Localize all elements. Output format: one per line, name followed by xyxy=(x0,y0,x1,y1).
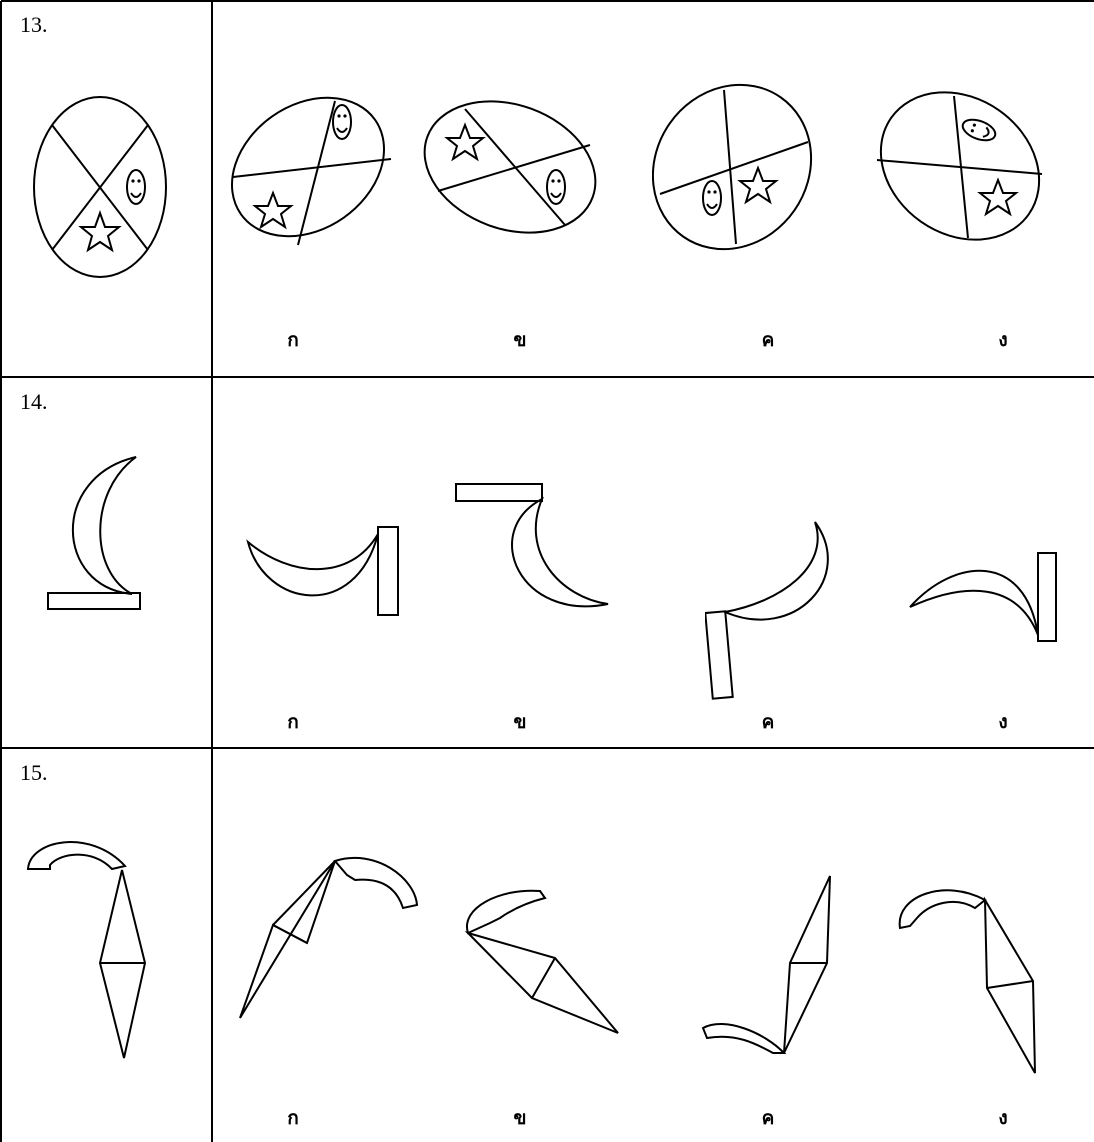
option-label-a: ก xyxy=(287,325,299,355)
option-figure-d xyxy=(905,547,1065,647)
option-label-c: ค xyxy=(762,707,775,737)
option-label-a: ก xyxy=(287,1103,299,1133)
reference-figure-hook xyxy=(20,828,160,1068)
smiley-icon xyxy=(703,181,721,215)
option-figure-c xyxy=(705,517,835,707)
star-icon xyxy=(740,168,776,202)
option-label-a: ก xyxy=(287,707,299,737)
reference-figure-crescent xyxy=(40,452,150,617)
star-icon xyxy=(447,125,483,159)
option-figure-a xyxy=(235,853,420,1023)
smiley-icon xyxy=(547,170,565,204)
question-number: 14. xyxy=(20,389,48,415)
star-icon xyxy=(980,180,1016,214)
star-icon xyxy=(81,213,119,250)
option-figure-c xyxy=(695,868,840,1058)
option-label-d: ง xyxy=(998,1103,1007,1133)
option-figure-c xyxy=(652,82,817,252)
option-figure-b xyxy=(450,482,620,622)
smiley-icon xyxy=(333,105,351,139)
option-label-d: ง xyxy=(998,707,1007,737)
star-icon xyxy=(255,193,291,227)
option-label-d: ง xyxy=(998,325,1007,355)
question-number: 13. xyxy=(20,12,48,38)
option-label-b: ข xyxy=(514,707,527,737)
option-label-c: ค xyxy=(762,1103,775,1133)
option-figure-b xyxy=(420,95,605,240)
option-figure-b xyxy=(460,883,625,1043)
option-label-c: ค xyxy=(762,325,775,355)
smiley-icon xyxy=(960,116,998,145)
option-label-b: ข xyxy=(514,325,527,355)
option-figure-a xyxy=(240,522,405,622)
question-row-13: 13. xyxy=(0,0,1094,377)
question-number: 15. xyxy=(20,760,48,786)
reference-figure-ellipse xyxy=(30,95,175,285)
question-row-14: 14. ก ข ค ง xyxy=(0,377,1094,748)
option-figure-a xyxy=(225,85,395,255)
option-figure-d xyxy=(872,88,1052,248)
option-figure-d xyxy=(895,878,1045,1078)
option-label-b: ข xyxy=(514,1103,527,1133)
smiley-icon xyxy=(127,170,145,204)
question-row-15: 15. ก ข ค ง xyxy=(0,748,1094,1142)
